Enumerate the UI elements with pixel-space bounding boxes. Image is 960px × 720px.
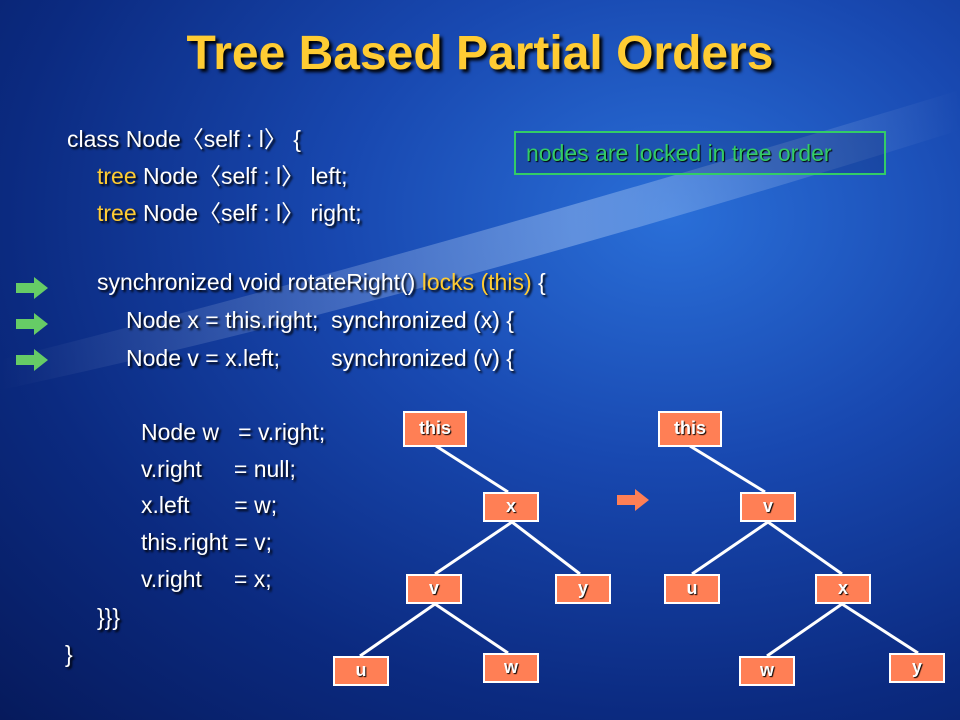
green-arrow-icon: [16, 313, 48, 335]
code-text: Node〈self : l〉 right;: [136, 200, 362, 226]
tree-after-node-x: x: [815, 574, 871, 604]
green-arrow-icon: [16, 349, 48, 371]
code-line-class: class Node〈self : l〉 {: [67, 126, 301, 152]
code-line-right: tree Node〈self : l〉 right;: [97, 194, 362, 228]
tree-before-node-u: u: [333, 656, 389, 686]
code-line-assign-4: v.right = x;: [141, 566, 272, 592]
tree-before-node-v: v: [406, 574, 462, 604]
tree-after-node-v: v: [740, 492, 796, 522]
code-line-close-class: }: [65, 641, 73, 667]
tree-before-node-w: w: [483, 653, 539, 683]
code-line-node-v: Node v = x.left; synchronized (v) {: [126, 345, 514, 371]
code-line-close-braces: }}}: [97, 604, 121, 630]
code-text: {: [531, 269, 546, 295]
tree-before-node-y: y: [555, 574, 611, 604]
code-line-assign-3: this.right = v;: [141, 529, 273, 555]
tree-before-node-this: this: [403, 411, 467, 447]
tree-after-node-u: u: [664, 574, 720, 604]
orange-arrow-icon: [617, 489, 649, 511]
tree-after-node-y: y: [889, 653, 945, 683]
code-line-node-x: Node x = this.right; synchronized (x) {: [126, 307, 514, 333]
code-line-node-w: Node w = v.right;: [141, 419, 326, 445]
code-line-assign-2: x.left = w;: [141, 492, 278, 518]
code-line-left: tree Node〈self : l〉 left;: [97, 157, 348, 191]
code-line-assign-1: v.right = null;: [141, 456, 296, 482]
code-line-rotate: synchronized void rotateRight() locks (t…: [97, 269, 546, 296]
tree-after-node-w: w: [739, 656, 795, 686]
code-text: Node〈self : l〉 left;: [136, 163, 348, 189]
keyword-locks: locks (this): [421, 269, 532, 295]
tree-before-node-x: x: [483, 492, 539, 522]
tree-after-node-this: this: [658, 411, 722, 447]
tree-order-note: nodes are locked in tree order: [514, 131, 886, 175]
code-text: synchronized void rotateRight(): [97, 269, 422, 295]
slide-title: Tree Based Partial Orders: [186, 27, 774, 80]
keyword-tree: tree: [97, 200, 137, 226]
green-arrow-icon: [16, 277, 48, 299]
keyword-tree: tree: [97, 163, 137, 189]
